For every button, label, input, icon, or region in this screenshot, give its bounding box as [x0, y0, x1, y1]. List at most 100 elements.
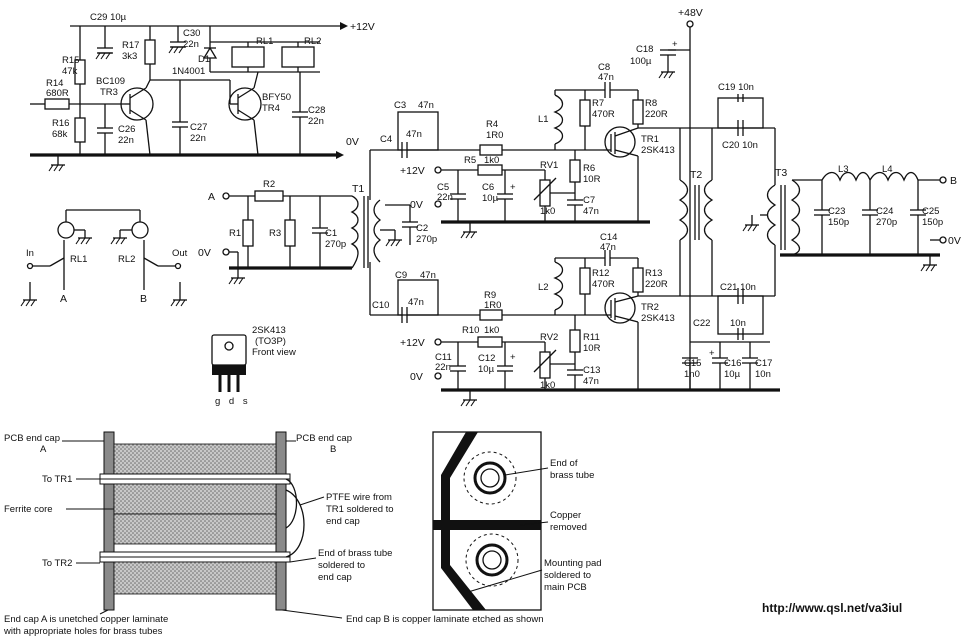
c1-label: C1 [325, 228, 337, 239]
r5-value: 1k0 [484, 155, 499, 166]
tr4-type: BFY50 [262, 92, 291, 103]
r11-label: R11 [583, 332, 600, 343]
cap-b-title: PCB end cap [296, 433, 352, 444]
rl1-coil-label: RL1 [256, 36, 273, 47]
mount-line-2: soldered to [544, 570, 591, 581]
r17-value: 3k3 [122, 51, 137, 62]
l1-inductor [553, 94, 564, 145]
r9-label: R9 [484, 290, 496, 301]
relay-out-label: Out [172, 248, 188, 259]
tr2-type: 2SK413 [641, 313, 675, 324]
r13-value: 220R [645, 279, 668, 290]
rl1-coil [231, 46, 265, 68]
brass-line-1: End of brass tube [318, 548, 392, 559]
package-case: (TO3P) [255, 336, 286, 347]
supply-48v: +48V [678, 7, 703, 19]
c12-value: 10µ [478, 364, 495, 375]
c17-label: C17 [755, 358, 772, 369]
c23-value: 150p [828, 217, 849, 228]
c5-value: 22n [437, 192, 453, 203]
c27-value: 22n [190, 133, 206, 144]
t2-label: T2 [690, 169, 702, 181]
relay-switches: In RL1 A Out RL2 B [20, 209, 188, 307]
c14-value: 47n [600, 242, 616, 253]
rv2-label: RV2 [540, 332, 558, 343]
relay-a-label: A [60, 293, 67, 305]
c7-value: 47n [583, 206, 599, 217]
c6-label: C6 [482, 182, 494, 193]
c2-label: C2 [416, 223, 428, 234]
c19-label: C19 10n [718, 82, 754, 93]
r15-value: 47k [62, 66, 78, 77]
to-tr2-label: To TR2 [42, 558, 72, 569]
l3-label: L3 [838, 164, 849, 175]
mount-line-3: main PCB [544, 582, 587, 593]
tr3-type: BC109 [96, 76, 125, 87]
brass-line-3: end cap [318, 572, 352, 583]
c22-label: C22 [693, 318, 710, 329]
brass-line-2: soldered to [318, 560, 365, 571]
c13-label: C13 [583, 365, 600, 376]
c11-label: C11 [435, 352, 452, 363]
t1-secondary [373, 199, 382, 263]
t3-label: T3 [775, 167, 787, 179]
t1-primary [350, 195, 359, 269]
r15-label: R15 [62, 55, 79, 66]
r13-label: R13 [645, 268, 662, 279]
ptfe-line-3: end cap [326, 516, 360, 527]
rl2-coil-label: RL2 [304, 36, 321, 47]
c30-label: C30 [183, 28, 200, 39]
tr3-transistor [120, 87, 154, 121]
r7-value: 470R [592, 109, 615, 120]
cap-a-title: PCB end cap [4, 433, 60, 444]
package-pins: g d s [215, 396, 251, 407]
c13-value: 47n [583, 376, 599, 387]
ptfe-line-1: PTFE wire from [326, 492, 392, 503]
c20-label: C20 10n [722, 140, 758, 151]
mosfet-package: 2SK413 (TO3P) Front view g d s [211, 325, 296, 407]
c3-value-2: 47n [406, 129, 422, 140]
transformer-construction: PCB end cap A PCB end cap B To TR1 Ferri… [3, 431, 544, 637]
r8-label: R8 [645, 98, 657, 109]
stage1-12v: +12V [400, 165, 425, 177]
tr1-mosfet [604, 126, 636, 158]
r14-value: 680R [46, 88, 69, 99]
port-0v-label: 0V [948, 235, 961, 247]
stage2-12v: +12V [400, 337, 425, 349]
r2-label: R2 [263, 179, 275, 190]
r9-value: 1R0 [484, 300, 501, 311]
r17-label: R17 [122, 40, 139, 51]
l4-label: L4 [882, 164, 893, 175]
c21-label: C21 10n [720, 282, 756, 293]
r6-label: R6 [583, 163, 595, 174]
r7-label: R7 [592, 98, 604, 109]
c27-label: C27 [190, 122, 207, 133]
c12-label: C12 [478, 353, 495, 364]
stage2-0v: 0V [410, 371, 423, 383]
package-view: Front view [252, 347, 296, 358]
c23-label: C23 [828, 206, 845, 217]
c2-value: 270p [416, 234, 437, 245]
r5-label: R5 [464, 155, 476, 166]
copper-line-2: removed [550, 522, 587, 533]
l2-label: L2 [538, 282, 549, 293]
ferrite-core-label: Ferrite core [4, 504, 53, 515]
note-a-line-1: End cap A is unetched copper laminate [4, 614, 168, 625]
r4-label: R4 [486, 119, 498, 130]
c16-label: C16 [724, 358, 741, 369]
c14-label: C14 [600, 232, 617, 243]
r11-value: 10R [583, 343, 601, 354]
t2-secondary [703, 179, 714, 241]
l1-label: L1 [538, 114, 549, 125]
c16-plus: + [709, 348, 715, 359]
c24-label: C24 [876, 206, 893, 217]
port-b-label: B [950, 175, 957, 187]
c18-label: C18 [636, 44, 653, 55]
c12-plus: + [510, 352, 516, 363]
source-url[interactable]: http://www.qsl.net/va3iul [762, 601, 902, 615]
c26-value: 22n [118, 135, 134, 146]
r1-label: R1 [229, 228, 241, 239]
input-network: A R2 0V R1 R3 C1 270p T1 [198, 100, 480, 323]
r8-value: 220R [645, 109, 668, 120]
c16-value: 10µ [724, 369, 741, 380]
